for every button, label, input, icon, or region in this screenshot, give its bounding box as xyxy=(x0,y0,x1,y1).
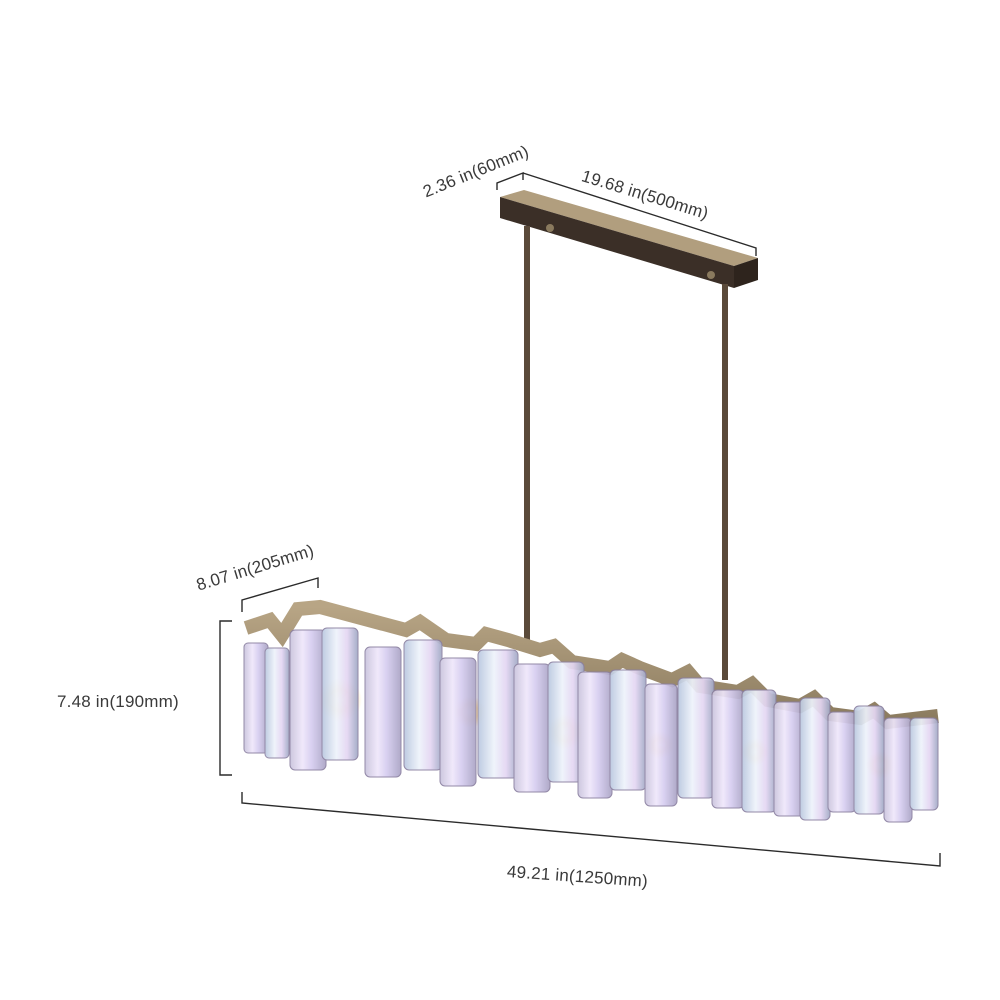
dim-body-length xyxy=(241,792,941,867)
body-height-label: 7.48 in(190mm) xyxy=(57,692,179,711)
crystal-prisms xyxy=(243,627,939,823)
dim-canopy-width xyxy=(496,171,524,190)
canopy xyxy=(500,190,758,288)
dim-body-height xyxy=(219,620,232,776)
dim-canopy-length xyxy=(522,172,757,256)
dimension-lines xyxy=(219,171,941,867)
suspension-rods xyxy=(524,226,728,680)
dim-body-depth xyxy=(241,577,319,612)
